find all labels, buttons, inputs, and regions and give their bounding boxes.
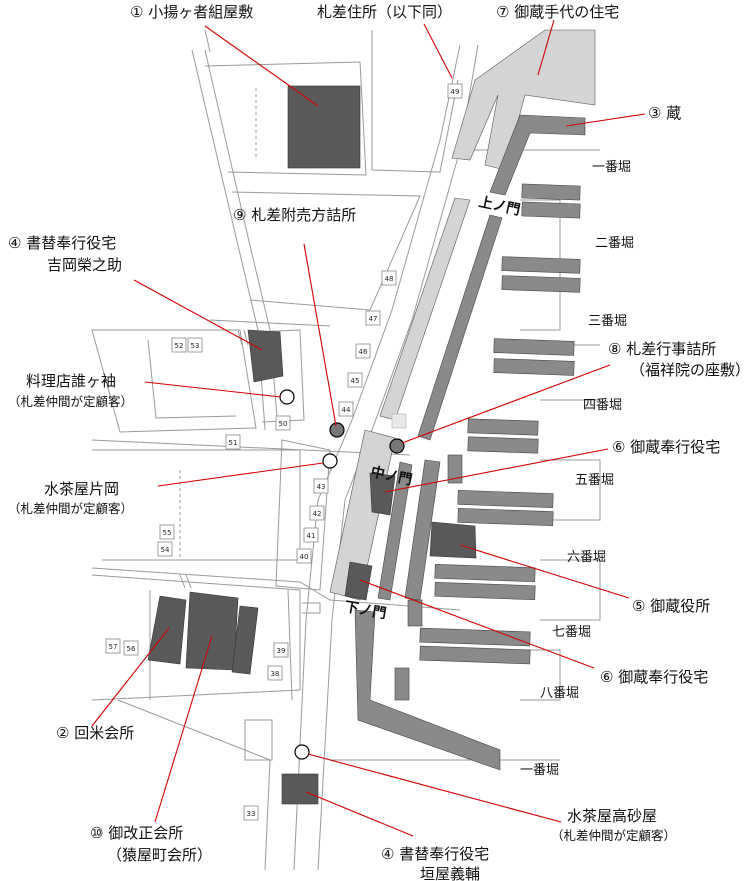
gate-kami: 上ノ門 xyxy=(477,194,521,218)
lot-54: 54 xyxy=(157,541,173,557)
label-takasago-1: 水茶屋高砂屋 xyxy=(567,807,657,825)
svg-text:44: 44 xyxy=(342,406,351,414)
label-gyoji-tsumesho-2: （福祥院の座敷） xyxy=(630,361,750,379)
svg-text:41: 41 xyxy=(307,532,316,540)
svg-text:47: 47 xyxy=(369,315,378,323)
label-ryori-1: 料理店誰ヶ袖 xyxy=(26,372,116,390)
svg-text:52: 52 xyxy=(175,342,184,350)
lot-57: 57 xyxy=(105,638,121,654)
lot-55: 55 xyxy=(159,524,175,540)
marker-fudasashi-gyoji xyxy=(389,438,405,454)
canal-1: 一番堀 xyxy=(592,160,631,175)
label-kaimai-kaisho: ② 回米会所 xyxy=(56,724,134,742)
callout-labels: ① 小揚ヶ者組屋敷 札差住所（以下同） ⑦ 御蔵手代の住宅 ③ 蔵 ④ 書替奉行… xyxy=(8,3,750,881)
label-kataoka-1: 水茶屋片岡 xyxy=(44,480,119,498)
canal-2: 二番堀 xyxy=(595,236,634,251)
svg-text:54: 54 xyxy=(161,546,170,554)
lot-42: 42 xyxy=(309,505,325,521)
lot-46: 46 xyxy=(355,343,371,359)
building-1-kuboage xyxy=(287,85,361,169)
lot-48: 48 xyxy=(381,270,397,286)
svg-text:55: 55 xyxy=(163,529,172,537)
label-kakikae-yoshioka-2: 吉岡榮之助 xyxy=(47,256,122,274)
lot-44: 44 xyxy=(338,401,354,417)
lot-39: 39 xyxy=(273,642,289,658)
label-takasago-2: （札差仲間が定顧客） xyxy=(551,828,676,843)
label-tedai-jutaku: ⑦ 御蔵手代の住宅 xyxy=(496,3,619,21)
label-kakikae-kakiya-2: 垣屋義輔 xyxy=(420,865,480,881)
marker-fudasashi-urikata xyxy=(329,422,345,438)
marker-ryori-tagasode xyxy=(279,389,295,405)
lot-33: 33 xyxy=(243,805,259,821)
svg-text:40: 40 xyxy=(300,553,309,561)
storehouse-complex xyxy=(329,29,596,771)
marker-mizuchaya-takasago xyxy=(294,744,310,760)
label-fudasashi-jusho: 札差住所（以下同） xyxy=(317,3,452,21)
svg-text:57: 57 xyxy=(109,643,118,651)
lot-56: 56 xyxy=(123,640,139,656)
svg-text:43: 43 xyxy=(317,483,326,491)
svg-text:49: 49 xyxy=(451,88,460,96)
lot-53: 53 xyxy=(187,337,203,353)
lot-45: 45 xyxy=(347,372,363,388)
canal-8: 八番堀 xyxy=(540,686,579,701)
label-kaisei-kaisho-1: ⑩ 御改正会所 xyxy=(90,824,183,842)
svg-text:56: 56 xyxy=(127,645,136,653)
svg-text:33: 33 xyxy=(247,810,256,818)
svg-text:46: 46 xyxy=(359,348,368,356)
canal-7: 七番堀 xyxy=(552,625,591,640)
label-bugyo-yakutaku-a: ⑥ 御蔵奉行役宅 xyxy=(612,438,720,456)
label-bugyo-yakutaku-b: ⑥ 御蔵奉行役宅 xyxy=(600,668,708,686)
svg-text:45: 45 xyxy=(351,377,360,385)
lot-numbers: 49 48 47 46 45 44 43 42 41 40 52 53 50 5… xyxy=(105,83,463,821)
svg-text:42: 42 xyxy=(313,510,322,518)
svg-text:50: 50 xyxy=(279,420,288,428)
canal-labels: 一番堀 二番堀 三番堀 四番堀 五番堀 六番堀 七番堀 八番堀 一番堀 xyxy=(520,160,634,778)
building-10-kaisei-b xyxy=(231,605,259,675)
label-kuboage: ① 小揚ヶ者組屋敷 xyxy=(130,3,253,21)
svg-text:51: 51 xyxy=(229,439,238,447)
building-10-kaisei-a xyxy=(185,591,239,671)
label-kakikae-kakiya-1: ④ 書替奉行役宅 xyxy=(381,845,489,863)
label-kura: ③ 蔵 xyxy=(648,104,681,122)
lot-50: 50 xyxy=(275,415,291,431)
label-ryori-2: （札差仲間が定顧客） xyxy=(8,394,133,409)
label-kataoka-2: （札差仲間が定顧客） xyxy=(8,501,133,516)
canal-5: 五番堀 xyxy=(575,473,614,488)
label-urikata-tsumesho: ⑨ 札差附売方詰所 xyxy=(233,206,356,224)
canal-3: 三番堀 xyxy=(588,314,627,329)
lot-51: 51 xyxy=(225,434,241,450)
place-markers xyxy=(279,389,405,760)
lot-52: 52 xyxy=(171,337,187,353)
label-kaisei-kaisho-2: （猿屋町会所） xyxy=(107,846,212,864)
canal-4: 四番堀 xyxy=(583,398,622,413)
label-okura-yakusho: ⑤ 御蔵役所 xyxy=(632,597,710,615)
label-kakikae-yoshioka-1: ④ 書替奉行役宅 xyxy=(8,234,116,252)
lot-47: 47 xyxy=(365,310,381,326)
lot-40: 40 xyxy=(296,548,312,564)
canal-1b: 一番堀 xyxy=(520,763,559,778)
building-4-yoshioka xyxy=(247,329,284,383)
marker-mizuchaya-kataoka xyxy=(322,453,338,469)
lot-41: 41 xyxy=(303,527,319,543)
svg-text:48: 48 xyxy=(385,275,394,283)
svg-text:38: 38 xyxy=(271,670,280,678)
label-gyoji-tsumesho-1: ⑧ 札差行事詰所 xyxy=(608,340,716,358)
building-4-kakiya xyxy=(281,773,319,805)
lot-38: 38 xyxy=(267,665,283,681)
lot-43: 43 xyxy=(313,478,329,494)
lot-49: 49 xyxy=(447,83,463,99)
svg-text:39: 39 xyxy=(277,647,286,655)
canal-6: 六番堀 xyxy=(567,550,606,565)
west-buildings xyxy=(147,85,361,805)
gate-shimo: 下ノ門 xyxy=(343,599,387,622)
street-grid xyxy=(91,29,601,871)
svg-text:53: 53 xyxy=(191,342,200,350)
leader-lines xyxy=(91,19,646,837)
